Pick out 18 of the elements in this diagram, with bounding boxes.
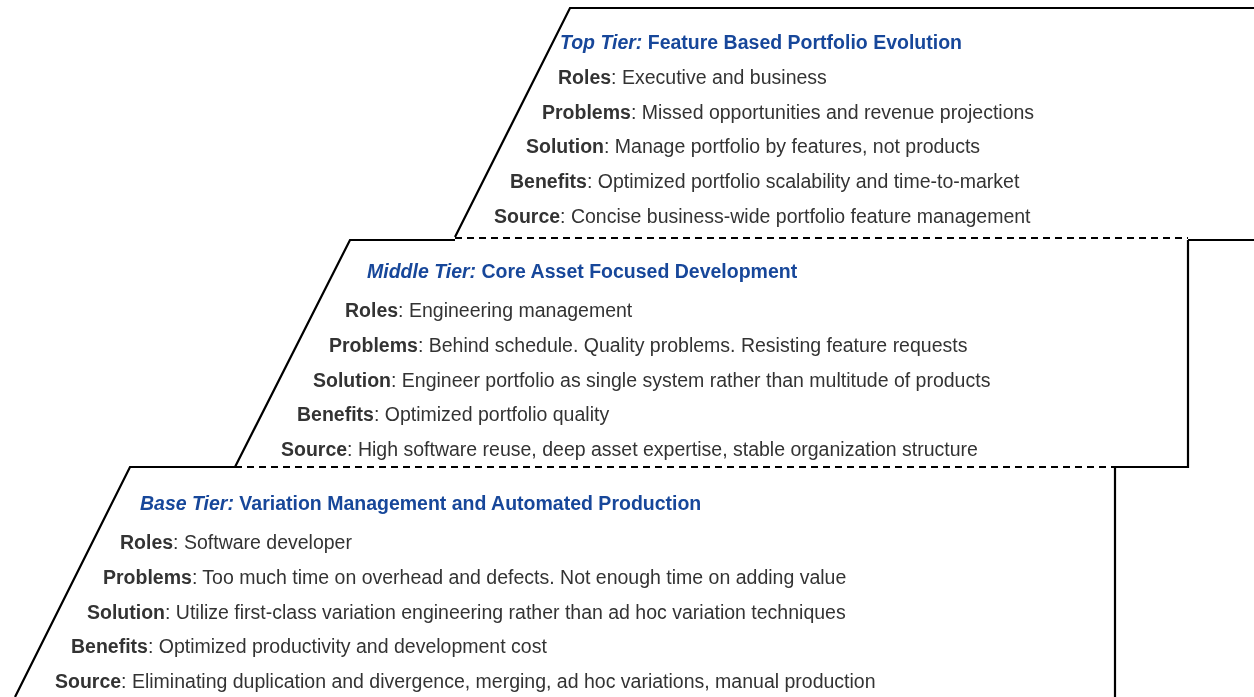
- tier-detail-line: Benefits: Optimized productivity and development cost: [71, 634, 547, 658]
- tier-detail-line: Solution: Manage portfolio by features, not products: [526, 134, 981, 158]
- tier-detail-line: Source: High software reuse, deep asset expertise, stable organization structure: [281, 437, 978, 461]
- tier-heading: Top Tier: Feature Based Portfolio Evolution: [560, 30, 962, 54]
- tier-detail-line: Source: Eliminating duplication and divergence, merging, ad hoc variations, manual production: [55, 669, 876, 693]
- tier-detail-line: Benefits: Optimized portfolio scalability and time-to-market: [510, 169, 1020, 193]
- tier-detail-line: Solution: Engineer portfolio as single system rather than multitude of products: [313, 368, 991, 392]
- tier-detail-line: Roles: Engineering management: [345, 298, 633, 322]
- tier-heading: Middle Tier: Core Asset Focused Development: [367, 259, 798, 283]
- tier-detail-line: Benefits: Optimized portfolio quality: [297, 402, 610, 426]
- tier-detail-line: Source: Concise business-wide portfolio feature management: [494, 204, 1031, 228]
- tier-detail-line: Problems: Behind schedule. Quality problems. Resisting feature requests: [329, 333, 968, 357]
- tier-detail-line: Roles: Executive and business: [558, 65, 827, 89]
- tier-detail-line: Solution: Utilize first-class variation engineering rather than ad hoc variation techniques: [87, 600, 846, 624]
- tier-detail-line: Problems: Missed opportunities and revenue projections: [542, 100, 1035, 124]
- tier-detail-line: Roles: Software developer: [120, 530, 352, 554]
- tier-heading: Base Tier: Variation Management and Automated Production: [140, 491, 702, 515]
- tier-detail-line: Problems: Too much time on overhead and defects. Not enough time on adding value: [103, 565, 847, 589]
